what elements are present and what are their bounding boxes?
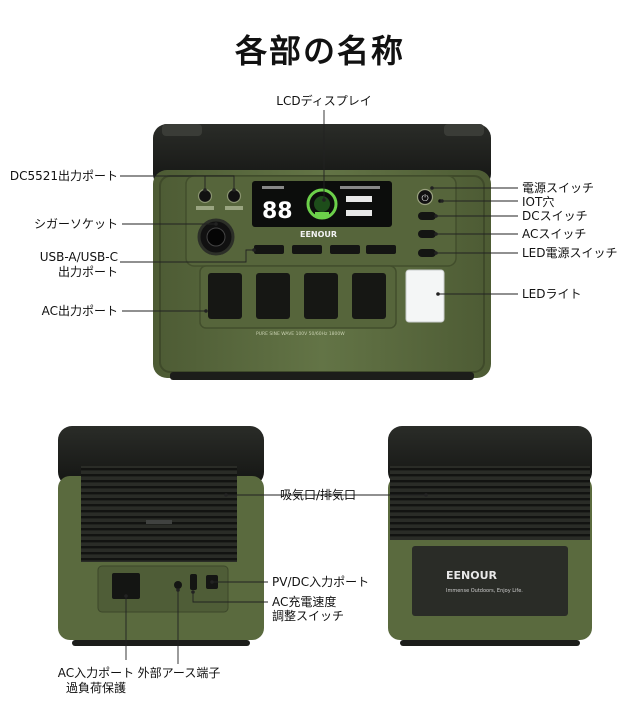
label-ac-input-line2: 過負荷保護 [65, 681, 126, 695]
right-brand-panel [412, 546, 568, 616]
dc-switch [418, 212, 436, 220]
panel-spec-text: PURE SINE WAVE 100V 50/60Hz 1800W [256, 331, 345, 337]
lcd-digits: 88 [262, 199, 293, 224]
side-unit-left [58, 426, 264, 646]
label-cigar: シガーソケット [33, 217, 118, 231]
side-brand-tagline: Immense Outdoors, Enjoy Life. [446, 588, 523, 594]
leader-ac-speed [192, 592, 268, 603]
label-dc-switch: DCスイッチ [522, 209, 588, 223]
dc5521-mark-2 [225, 206, 243, 210]
lcd-ring-center [314, 196, 330, 212]
lid-handle-right [444, 124, 484, 136]
lcd-indicator-2 [340, 186, 380, 189]
ac-panel [199, 265, 397, 329]
right-bottom-edge [400, 640, 580, 646]
left-bottom-edge [72, 640, 250, 646]
leader-usb [120, 249, 254, 263]
lcd-readout-2 [346, 210, 372, 216]
label-usb-line2: 出力ポート [57, 265, 118, 279]
usb-port-1 [254, 245, 284, 254]
label-ac-input-line1: AC入力ポート [57, 666, 135, 680]
led-light [405, 269, 445, 323]
side-brand: EENOUR [446, 569, 498, 582]
label-led-light: LEDライト [522, 287, 582, 301]
leader-lines [120, 110, 518, 664]
ac-input-port [112, 573, 140, 599]
label-ac-speed-line2: 調整スイッチ [272, 609, 345, 623]
label-vent: 吸気口/排気口 [280, 488, 357, 502]
power-symbol: ⏻ [422, 193, 429, 204]
front-brand: EENOUR [300, 230, 337, 239]
leader-dots [124, 186, 444, 598]
left-vent-latch [146, 520, 172, 524]
left-vent [81, 466, 237, 562]
lcd-indicator-1 [262, 186, 284, 189]
usb-port-3 [330, 245, 360, 254]
leader-dc5521-2 [205, 175, 235, 190]
led-switch [418, 249, 436, 257]
right-vent [390, 466, 590, 540]
cigar-socket-inner [206, 227, 226, 247]
front-bottom-edge [170, 372, 474, 380]
lcd-battery-bar [315, 212, 329, 218]
side-unit-right: EENOUR Immense Outdoors, Enjoy Life. [388, 426, 592, 646]
usb-port-4 [366, 245, 396, 254]
ac-outlet-1 [208, 273, 242, 319]
label-dc5521: DC5521出力ポート [9, 169, 118, 183]
label-iot: IOT穴 [522, 195, 555, 209]
label-power-switch: 電源スイッチ [522, 181, 595, 195]
ac-outlet-2 [256, 273, 290, 319]
power-switch [416, 188, 434, 206]
ac-outlet-3 [304, 273, 338, 319]
label-led-switch: LED電源スイッチ [522, 246, 618, 260]
label-ac-switch: ACスイッチ [522, 227, 587, 241]
ac-outlet-4 [352, 273, 386, 319]
ac-speed-switch [190, 574, 197, 590]
lcd-readout-1 [346, 196, 372, 202]
label-lcd: LCDディスプレイ [276, 94, 372, 108]
front-unit: 88 EENOUR ⏻ PURE SINE WAVE 100V 50/60Hz … [153, 124, 491, 380]
label-usb-line1: USB-A/USB-C [39, 250, 118, 264]
label-ac-out: AC出力ポート [41, 304, 118, 318]
dc5521-mark-1 [196, 206, 214, 210]
label-ac-speed-line1: AC充電速度 [272, 595, 337, 609]
ac-switch [418, 230, 436, 238]
page-title: 各部の名称 [234, 32, 405, 70]
usb-port-2 [292, 245, 322, 254]
ground-terminal [174, 581, 182, 589]
lid-handle-left [162, 124, 202, 136]
label-pv-input: PV/DC入力ポート [272, 575, 370, 589]
label-ground: 外部アース端子 [137, 666, 221, 680]
